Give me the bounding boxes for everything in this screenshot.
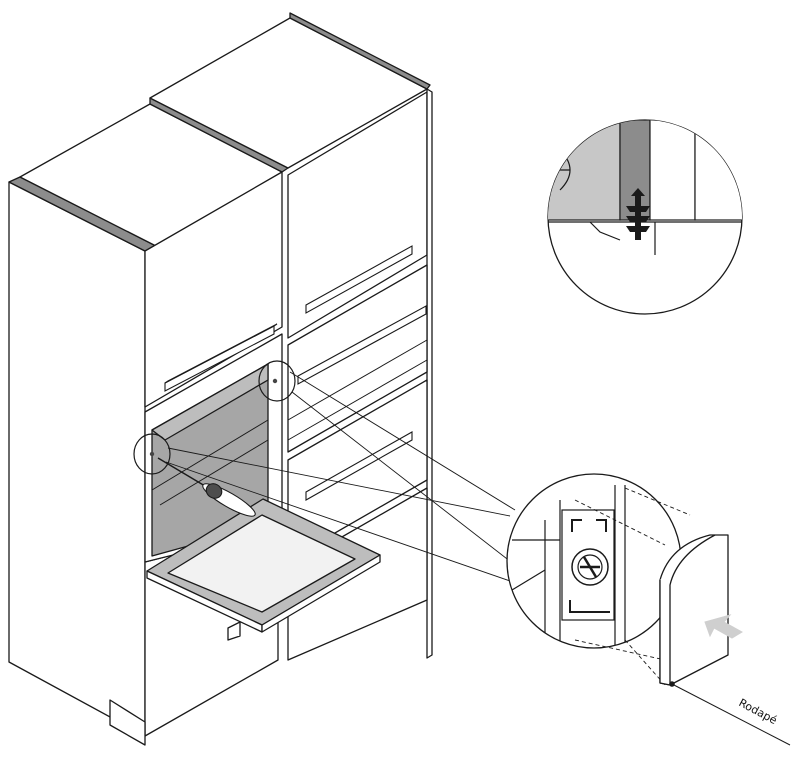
screw-icon: [626, 188, 650, 240]
right-handles: [297, 245, 427, 501]
upper-left-handle: [164, 323, 278, 392]
screwdriver-icon: [157, 457, 256, 517]
detail-screw-top: [547, 119, 743, 315]
detail-plinth-fixing: [506, 473, 682, 649]
arrow-icon: [704, 614, 743, 639]
skirting-label: Rodapé: [737, 696, 780, 727]
oven-door: [146, 498, 381, 641]
callout-screws: [149, 378, 278, 457]
leader-lines: [165, 371, 561, 601]
plinth-panel: [659, 534, 729, 686]
cabinet-top: [19, 12, 431, 247]
projection-lines: [574, 487, 691, 686]
callout-circles: [133, 360, 296, 475]
skirting-leader: [669, 681, 791, 746]
